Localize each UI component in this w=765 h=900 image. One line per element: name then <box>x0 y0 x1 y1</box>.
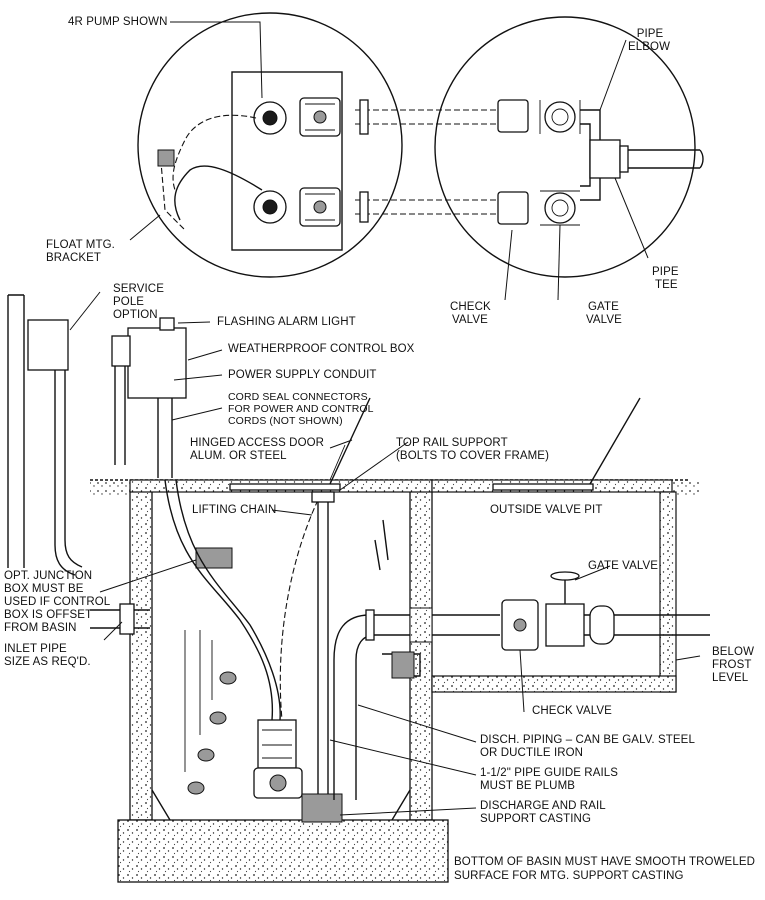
float-1 <box>187 781 205 795</box>
guide-rails <box>317 495 329 820</box>
pump-cable-plan <box>174 165 263 221</box>
label-disch-piping-1: DISCH. PIPING – CAN BE GALV. STEEL <box>480 734 695 746</box>
label-junction-box-1: OPT. JUNCTION <box>4 570 93 582</box>
discharge-riser <box>333 660 357 800</box>
float-bracket-plan <box>157 149 175 167</box>
gate-valve-upper-plan <box>544 101 576 133</box>
label-valve-pit: OUTSIDE VALVE PIT <box>490 504 603 516</box>
submersible-pump <box>257 719 297 769</box>
float-4 <box>219 671 237 685</box>
section-view <box>7 294 710 883</box>
label-hinged-door-1: HINGED ACCESS DOOR <box>190 437 325 449</box>
label-cord-seal-3: CORDS (NOT SHOWN) <box>228 415 343 427</box>
label-float-bracket-1: FLOAT MTG. <box>46 239 115 251</box>
wet-well-plan-circle <box>137 12 403 278</box>
label-gate-valve-top-1: GATE <box>588 301 619 313</box>
label-pipe-tee-2: TEE <box>655 279 678 291</box>
valve-pit-floor <box>431 675 677 693</box>
label-gate-valve-side: GATE VALVE <box>588 560 659 572</box>
label-check-valve-side: CHECK VALVE <box>532 705 612 717</box>
service-pole <box>7 294 25 568</box>
alarm-light <box>159 317 175 331</box>
label-junction-box-2: BOX MUST BE <box>4 583 84 595</box>
leader-lines <box>69 21 701 816</box>
junction-box <box>195 547 233 569</box>
label-pipe-elbow-1: PIPE <box>636 28 664 40</box>
float-2 <box>197 748 215 762</box>
wet-well-base <box>117 819 449 883</box>
label-top-rail-2: (BOLTS TO COVER FRAME) <box>396 450 549 462</box>
label-bottom-basin-1: BOTTOM OF BASIN MUST HAVE SMOOTH TROWELE… <box>454 856 755 868</box>
pump-power-cable <box>164 479 274 721</box>
label-below-frost-2: FROST <box>712 659 752 671</box>
label-gate-valve-top-2: VALVE <box>586 314 622 326</box>
check-valve-upper-plan <box>497 99 529 133</box>
plan-view <box>137 12 704 278</box>
label-service-pole-3: OPTION <box>113 309 158 321</box>
pump-frame-plan <box>231 71 343 251</box>
label-service-pole-1: SERVICE <box>113 283 164 295</box>
label-bottom-basin-2: SURFACE FOR MTG. SUPPORT CASTING <box>454 870 684 882</box>
label-support-casting-1: DISCHARGE AND RAIL <box>480 800 606 812</box>
label-flashing-alarm: FLASHING ALARM LIGHT <box>217 316 356 328</box>
lifting-chain <box>279 499 319 721</box>
check-valve-lower-plan <box>497 191 529 225</box>
label-service-pole-2: POLE <box>113 296 145 308</box>
label-inlet-pipe-1: INLET PIPE <box>4 643 67 655</box>
label-control-box: WEATHERPROOF CONTROL BOX <box>228 343 415 355</box>
label-lifting-chain: LIFTING CHAIN <box>192 504 277 516</box>
control-box <box>127 327 187 399</box>
service-pole-box <box>27 319 69 371</box>
label-below-frost-1: BELOW <box>712 646 755 658</box>
service-conduit <box>54 370 83 576</box>
top-rail-support <box>311 491 335 503</box>
gate-valve-lower-plan <box>544 192 576 224</box>
gate-valve-handwheel <box>550 571 580 581</box>
label-pipe-elbow-2: ELBOW <box>628 41 671 53</box>
label-4r-pump: 4R PUMP SHOWN <box>68 16 168 28</box>
support-casting <box>301 793 343 823</box>
label-inlet-pipe-2: SIZE AS REQ'D. <box>4 656 91 668</box>
float-3 <box>209 711 227 725</box>
label-cord-seal-2: FOR POWER AND CONTROL <box>228 403 374 415</box>
label-below-frost-3: LEVEL <box>712 672 749 684</box>
label-top-rail-1: TOP RAIL SUPPORT <box>396 437 508 449</box>
pipe-tee-plan <box>589 139 621 179</box>
valve-pit-wall <box>659 491 677 693</box>
label-disch-piping-2: OR DUCTILE IRON <box>480 747 584 759</box>
label-guide-rails-2: MUST BE PLUMB <box>480 780 576 792</box>
label-junction-box-4: BOX IS OFFSET <box>4 609 93 621</box>
label-pipe-tee-1: PIPE <box>652 266 679 278</box>
label-hinged-door-2: ALUM. OR STEEL <box>190 450 287 462</box>
label-junction-box-3: USED IF CONTROL <box>4 596 111 608</box>
label-power-conduit: POWER SUPPLY CONDUIT <box>228 369 377 381</box>
label-check-valve-top-1: CHECK <box>450 301 491 313</box>
valve-pit-plan-circle <box>434 16 696 278</box>
label-float-bracket-2: BRACKET <box>46 252 102 264</box>
label-check-valve-top-2: VALVE <box>452 314 488 326</box>
gate-valve-side <box>545 603 585 647</box>
power-conduit <box>157 398 173 478</box>
label-support-casting-2: SUPPORT CASTING <box>480 813 591 825</box>
label-cord-seal-1: CORD SEAL CONNECTORS <box>228 391 368 403</box>
wet-well-left-wall <box>129 489 153 821</box>
valve-pit-door <box>589 397 641 485</box>
label-guide-rails-1: 1-1/2" PIPE GUIDE RAILS <box>480 767 619 779</box>
float-cords <box>184 630 213 772</box>
label-junction-box-5: FROM BASIN <box>4 622 77 634</box>
